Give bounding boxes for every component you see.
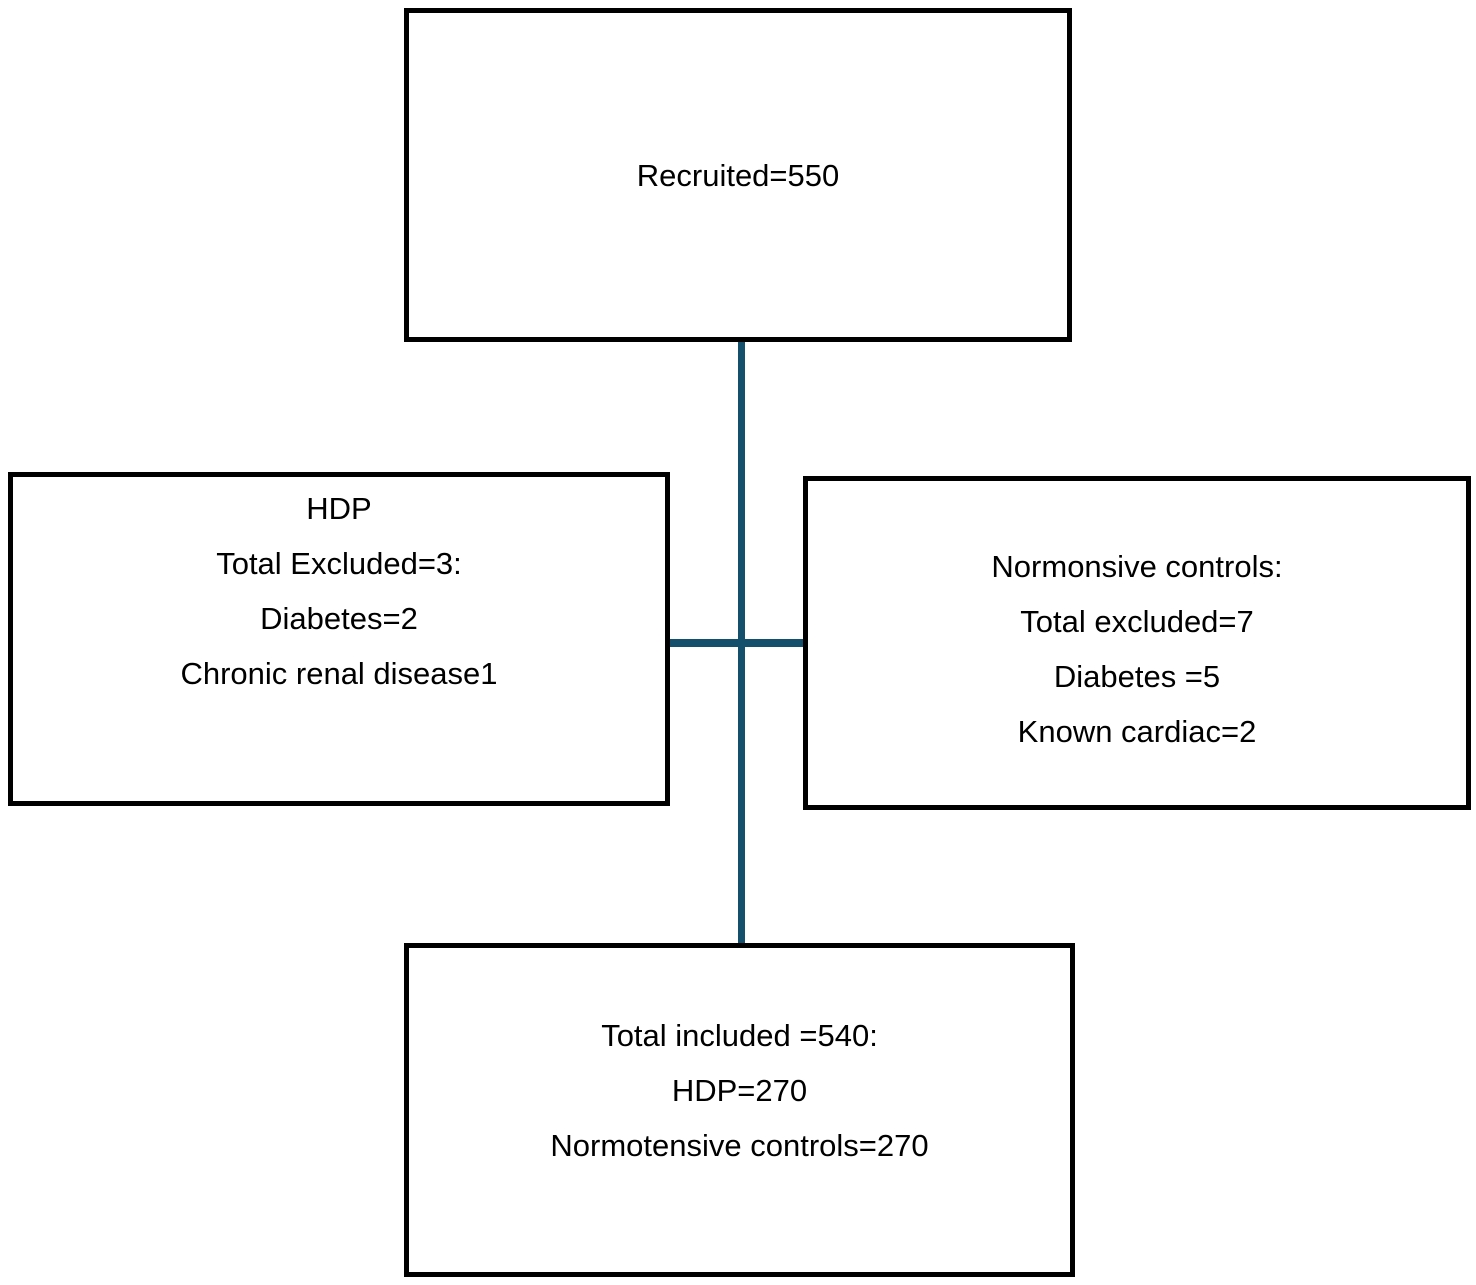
- node-control-excluded-line-4: Known cardiac=2: [1017, 714, 1257, 749]
- node-control-excluded-line-2: Total excluded=7: [1020, 604, 1254, 639]
- node-hdp-excluded-line-2: Total Excluded=3:: [216, 546, 462, 581]
- node-hdp-excluded-line-3: Diabetes=2: [260, 601, 418, 636]
- node-hdp-excluded-line-4: Chronic renal disease1: [180, 656, 498, 691]
- node-recruited[interactable]: Recruited=550: [404, 8, 1072, 342]
- node-control-excluded[interactable]: Normonsive controls: Total excluded=7 Di…: [803, 476, 1471, 810]
- connector-horizontal-branch: [666, 639, 807, 647]
- node-included-line-2: HDP=270: [671, 1073, 808, 1108]
- node-included[interactable]: Total included =540: HDP=270 Normotensiv…: [404, 943, 1075, 1277]
- node-hdp-excluded[interactable]: HDP Total Excluded=3: Diabetes=2 Chronic…: [8, 472, 670, 806]
- node-control-excluded-line-3: Diabetes =5: [1053, 659, 1221, 694]
- node-included-line-1: Total included =540:: [601, 1018, 878, 1053]
- node-control-excluded-line-1: Normonsive controls:: [991, 549, 1283, 584]
- node-hdp-excluded-line-1: HDP: [306, 491, 372, 526]
- node-recruited-line-1: Recruited=550: [636, 157, 840, 193]
- node-included-line-3: Normotensive controls=270: [550, 1128, 929, 1163]
